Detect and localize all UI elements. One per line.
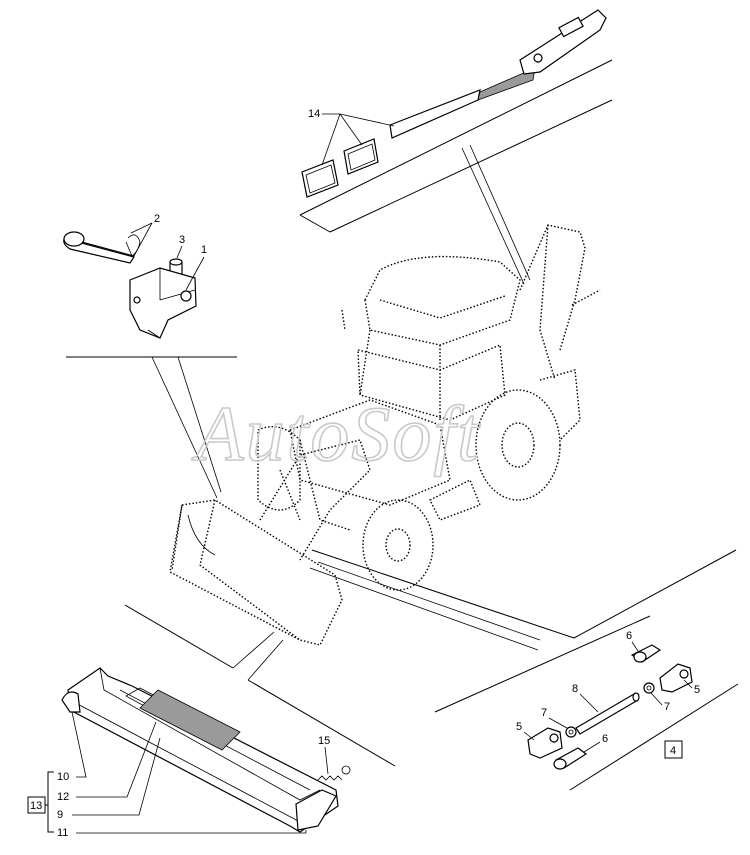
label-1: 1 (201, 244, 207, 256)
label-5-right: 5 (694, 684, 700, 696)
label-13: 13 (30, 800, 42, 812)
pin-kit-frame (309, 549, 739, 791)
watermark: AutoSoft (191, 390, 481, 477)
decal-pad-right (343, 138, 379, 175)
callout-13-group: 13 10 12 9 11 (27, 711, 307, 839)
pin-kit-parts (527, 644, 693, 770)
label-2: 2 (154, 213, 160, 225)
label-12: 12 (57, 791, 69, 803)
label-11: 11 (57, 827, 68, 839)
label-15: 15 (318, 735, 330, 747)
label-14: 14 (308, 108, 320, 120)
label-6-upper: 6 (626, 630, 632, 642)
label-5-left: 5 (516, 721, 522, 733)
label-6-lower: 6 (602, 733, 608, 745)
backhoe-loader (169, 224, 601, 646)
warning-decal (139, 689, 241, 751)
callout-2: 2 (130, 213, 160, 257)
callout-14: 14 (308, 108, 395, 166)
label-7-left: 7 (541, 707, 547, 719)
decal-strip-group (299, 9, 613, 285)
label-10: 10 (57, 771, 69, 783)
callout-pin-kit: 6 5 7 8 7 5 6 4 (516, 630, 700, 759)
bucket-lip-assembly (61, 667, 351, 833)
bracket-pin-group (63, 231, 197, 339)
bucket-leader-frame (124, 604, 396, 767)
label-3: 3 (179, 234, 185, 246)
callout-3: 3 (176, 234, 185, 259)
label-9: 9 (57, 809, 63, 821)
pin-8 (575, 693, 639, 735)
label-4: 4 (670, 745, 676, 757)
callout-15: 15 (318, 735, 330, 775)
decal-pad-left (301, 159, 339, 198)
bracket-leader-frame (66, 356, 237, 499)
callout-1: 1 (185, 244, 207, 291)
label-8: 8 (572, 683, 578, 695)
label-7-right: 7 (664, 701, 670, 713)
